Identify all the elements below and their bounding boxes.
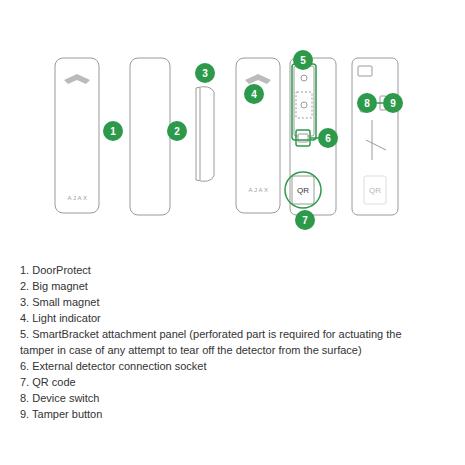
callout-number: 5	[300, 55, 306, 66]
list-item: 3. Small magnet	[20, 294, 415, 310]
callout-number: 9	[390, 98, 396, 109]
callout-number: 1	[110, 126, 116, 137]
callout-number: 8	[364, 98, 370, 109]
list-item: 8. Device switch	[20, 390, 415, 406]
qr-code: QR	[297, 186, 309, 195]
callout-number: 4	[251, 89, 257, 100]
callout-number: 6	[325, 133, 331, 144]
list-item: 5. SmartBracket attachment panel (perfor…	[20, 326, 415, 358]
list-item: 7. QR code	[20, 374, 415, 390]
list-item: 9. Tamper button	[20, 406, 415, 422]
callout-number: 7	[302, 215, 308, 226]
brand-logo: AJAX	[248, 187, 269, 193]
brand-logo: AJAX	[67, 195, 88, 201]
list-item: 6. External detector connection socket	[20, 358, 415, 374]
callout-number: 3	[202, 68, 208, 79]
list-item: 4. Light indicator	[20, 310, 415, 326]
qr-code: QR	[369, 186, 381, 195]
list-item: 1. DoorProtect	[20, 262, 415, 278]
list-item: 2. Big magnet	[20, 278, 415, 294]
callout-number: 2	[174, 126, 180, 137]
